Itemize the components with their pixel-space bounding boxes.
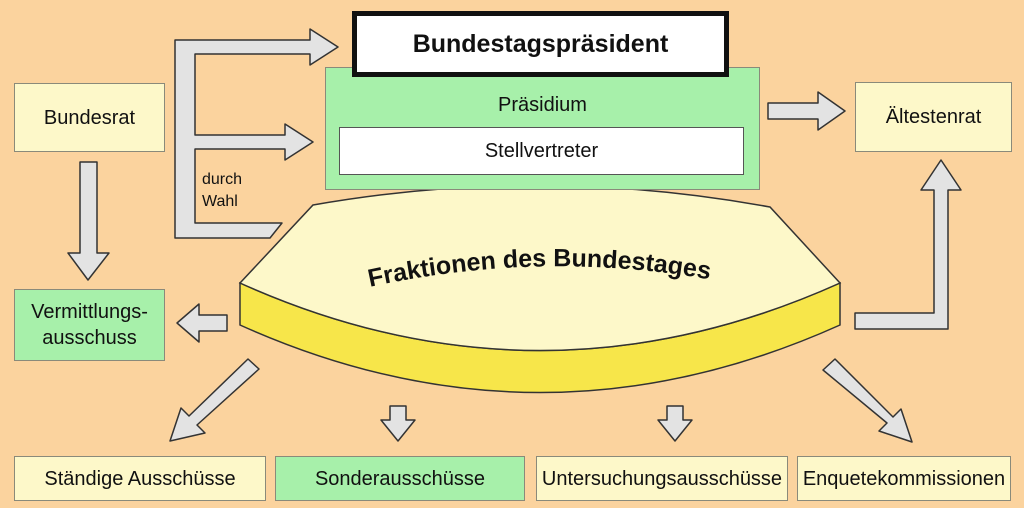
bundestagspraesident-box: Bundestagspräsident: [352, 11, 729, 77]
arrow-to-untersuchungsausschuesse: [657, 405, 693, 442]
election-note-line2: Wahl: [202, 193, 238, 210]
enquetekommissionen-box: Enquetekommissionen: [797, 456, 1011, 501]
untersuchungsausschuesse-box: Untersuchungsausschüsse: [536, 456, 788, 501]
election-note: durch Wahl: [202, 169, 242, 213]
sonderausschuesse-label: Sonderausschüsse: [314, 467, 486, 490]
bundesrat-label: Bundesrat: [43, 106, 136, 129]
arrow-praesidium-to-aeltestenrat: [767, 91, 846, 131]
vermittlungsausschuss-box: Vermittlungs- ausschuss: [14, 289, 165, 361]
vermittlungsausschuss-label-line1: Vermittlungs-: [31, 301, 148, 323]
enquetekommissionen-label: Enquetekommissionen: [802, 467, 1006, 490]
arrow-bundesrat-to-vermittlungsausschuss: [67, 161, 110, 281]
staendige-ausschuesse-label: Ständige Ausschüsse: [44, 467, 236, 490]
bundesrat-box: Bundesrat: [14, 83, 165, 152]
praesidium-label: Präsidium: [498, 94, 587, 116]
election-bracket-arrows: [174, 28, 339, 239]
vermittlungsausschuss-label-line2: ausschuss: [42, 327, 137, 349]
bundestagspraesident-label: Bundestagspräsident: [412, 30, 669, 58]
aeltestenrat-box: Ältestenrat: [855, 82, 1012, 152]
aeltestenrat-label: Ältestenrat: [885, 106, 982, 128]
arrow-to-staendige-ausschuesse: [169, 358, 260, 442]
arrow-fraktionen-to-aeltestenrat: [854, 159, 962, 330]
arrow-fraktionen-to-vermittlungsausschuss: [176, 303, 228, 343]
arrow-to-sonderausschuesse: [380, 405, 416, 442]
stellvertreter-label: Stellvertreter: [484, 140, 599, 162]
untersuchungsausschuesse-label: Untersuchungsausschüsse: [541, 467, 783, 490]
staendige-ausschuesse-box: Ständige Ausschüsse: [14, 456, 266, 501]
election-note-line1: durch: [202, 171, 243, 188]
stellvertreter-box: Stellvertreter: [339, 127, 744, 175]
sonderausschuesse-box: Sonderausschüsse: [275, 456, 525, 501]
arrow-to-enquetekommissionen: [822, 358, 913, 443]
